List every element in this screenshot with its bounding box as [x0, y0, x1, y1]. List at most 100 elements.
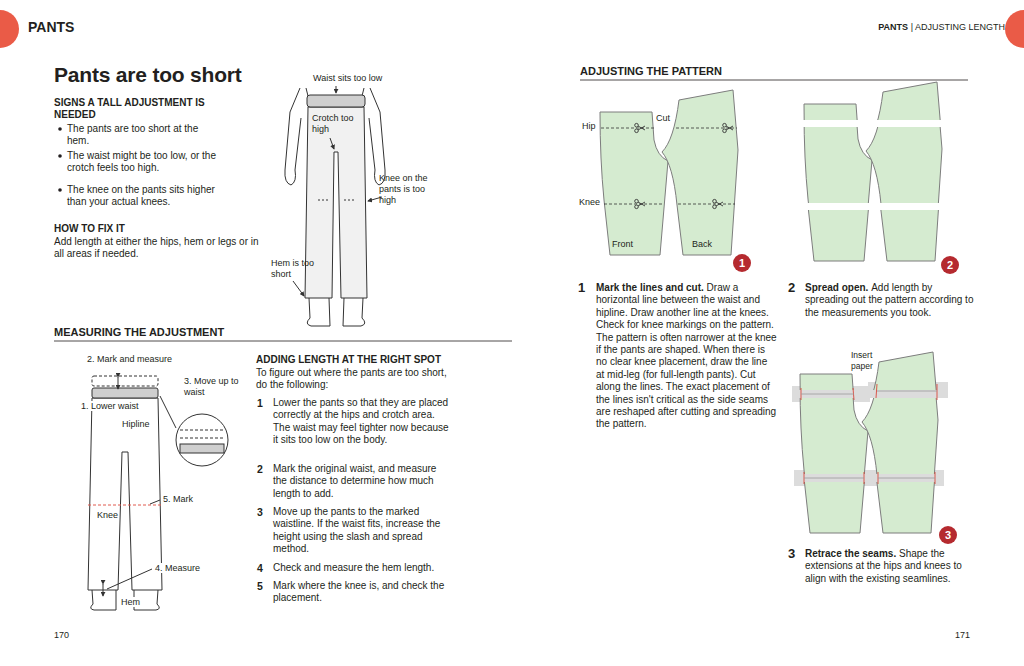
body-text-box: To figure out where the pants are too sh… — [256, 367, 451, 392]
callout-label: Crotch too high — [312, 113, 354, 134]
callout-label-box: Crotch too high — [312, 113, 354, 135]
step-number-box: 2 — [257, 463, 263, 476]
part-label: Front — [612, 239, 633, 249]
step-number-box: 3 — [788, 546, 795, 562]
step-text-box: Mark where the knee is, and check the pl… — [273, 580, 453, 605]
body-text: The waist might be too low, or the crotc… — [67, 150, 216, 173]
step-number-box: 1 — [257, 397, 263, 410]
running-head: PANTS — [28, 19, 74, 35]
part-label-box: Hipline — [122, 419, 150, 430]
body-text: Add length at either the hips, hem or le… — [54, 236, 259, 259]
step-text: Mark the lines and cut. — [596, 282, 704, 293]
step-text: Lower the pants so that they are placed … — [273, 397, 449, 445]
callout-label: 5. Mark — [162, 494, 194, 504]
step-text: Spread open. — [805, 282, 868, 293]
callout-label: Knee on the pants is too high — [379, 173, 428, 205]
pattern-cut — [600, 90, 738, 255]
step-text-box: Lower the pants so that they are placed … — [273, 397, 453, 447]
step-number: 5 — [257, 580, 263, 592]
step-text-box: Retrace the seams.Shape the extensions a… — [805, 548, 975, 585]
part-label-box: Knee — [97, 510, 118, 521]
callout-circle: 1 — [733, 254, 751, 272]
step-text: Mark the original waist, and measure the… — [273, 463, 436, 499]
part-label-box: Hem — [120, 597, 141, 608]
part-label: Insert paper — [851, 350, 873, 371]
step-text-box: Mark the lines and cut.Draw a horizontal… — [596, 282, 778, 431]
body-text-box: The waist might be too low, or the crotc… — [67, 150, 217, 175]
callout-label: Waist sits too low — [313, 73, 382, 83]
step-text: Draw a horizontal line between the waist… — [596, 282, 777, 429]
step-text: Retrace the seams. — [805, 548, 896, 559]
section-heading-box: MEASURING THE ADJUSTMENT — [54, 326, 224, 340]
body-text: The pants are too short at the hem. — [67, 123, 198, 146]
step-number-box: 5 — [257, 580, 263, 593]
part-label: Cut — [656, 113, 670, 123]
section-heading: HOW TO FIX IT — [54, 223, 125, 234]
step-number: 3 — [788, 546, 795, 561]
part-label: Knee — [97, 510, 118, 520]
callout-label: Hem is too short — [271, 258, 314, 279]
body-text-box: The pants are too short at the hem. — [67, 123, 207, 148]
measuring-figure — [88, 376, 228, 610]
section-heading-box: ADDING LENGTH AT THE RIGHT SPOT — [256, 354, 441, 366]
person-figure — [285, 86, 385, 326]
callout-label-box: Knee on the pants is too high — [379, 173, 443, 206]
step-text: Mark where the knee is, and check the pl… — [273, 580, 444, 603]
callout-label: 2. Mark and measure — [87, 354, 172, 364]
callout-label: 1. Lower waist — [80, 401, 140, 411]
running-head: PANTS — [878, 22, 908, 32]
part-label: Hem — [120, 597, 141, 607]
running-head: | ADJUSTING LENGTH — [911, 22, 1005, 32]
pattern-spread — [804, 82, 942, 261]
section-heading-box: HOW TO FIX IT — [54, 223, 125, 235]
step-number: 1 — [578, 280, 585, 295]
callout-number: 3 — [945, 529, 951, 541]
body-text-box: The knee on the pants sits higher than y… — [67, 184, 217, 209]
step-number: 4 — [257, 562, 263, 574]
page-number-box: 170 — [54, 630, 69, 641]
part-label-box: Knee — [579, 197, 600, 208]
callout-label-box: 1. Lower waist — [80, 401, 140, 412]
callout-circle: 2 — [941, 256, 959, 274]
section-heading: SIGNS A TALL ADJUSTMENT IS NEEDED — [54, 97, 205, 120]
step-text-box: Mark the original waist, and measure the… — [273, 463, 453, 500]
step-text-box: Move up the pants to the marked waistlin… — [273, 506, 453, 556]
step-number: 2 — [788, 280, 795, 295]
running-head-box: PANTS — [28, 19, 74, 36]
pattern-retraced — [792, 352, 948, 533]
callout-label-box: 3. Move up to waist — [184, 376, 246, 398]
callout-label-box: 2. Mark and measure — [87, 354, 172, 365]
part-label-box: Cut — [656, 113, 670, 124]
header-dot — [0, 10, 19, 48]
body-text-box: Add length at either the hips, hem or le… — [54, 236, 259, 261]
running-head-box: PANTS| ADJUSTING LENGTH — [780, 22, 1005, 33]
part-label-box: Front — [612, 239, 633, 250]
step-text-box: Check and measure the hem length. — [273, 562, 453, 574]
section-heading: ADJUSTING THE PATTERN — [580, 65, 722, 77]
callout-number: 2 — [947, 259, 953, 271]
section-heading: ADDING LENGTH AT THE RIGHT SPOT — [256, 354, 441, 365]
part-label-box: Insert paper — [851, 350, 881, 371]
step-number-box: 3 — [257, 506, 263, 519]
callout-label: 4. Measure — [154, 563, 201, 573]
step-number: 2 — [257, 463, 263, 475]
callout-circle: 3 — [939, 526, 957, 544]
part-label: Hipline — [122, 419, 150, 429]
page-number: 170 — [54, 630, 69, 640]
part-label-box: Back — [692, 239, 712, 250]
callout-label-box: Waist sits too low — [313, 73, 382, 84]
step-text: Check and measure the hem length. — [273, 562, 434, 573]
step-number: 3 — [257, 506, 263, 518]
step-number-box: 2 — [788, 280, 795, 296]
section-heading: MEASURING THE ADJUSTMENT — [54, 326, 224, 338]
step-number-box: 4 — [257, 562, 263, 575]
page-number-box: 171 — [955, 630, 970, 641]
callout-number: 1 — [739, 257, 745, 269]
callout-label-box: 5. Mark — [162, 494, 194, 505]
callout-label-box: 4. Measure — [154, 563, 201, 574]
callout-label: 3. Move up to waist — [184, 376, 239, 397]
page-number: 171 — [955, 630, 970, 640]
step-text: Move up the pants to the marked waistlin… — [273, 506, 440, 554]
part-label: Back — [692, 239, 712, 249]
step-number: 1 — [257, 397, 263, 409]
